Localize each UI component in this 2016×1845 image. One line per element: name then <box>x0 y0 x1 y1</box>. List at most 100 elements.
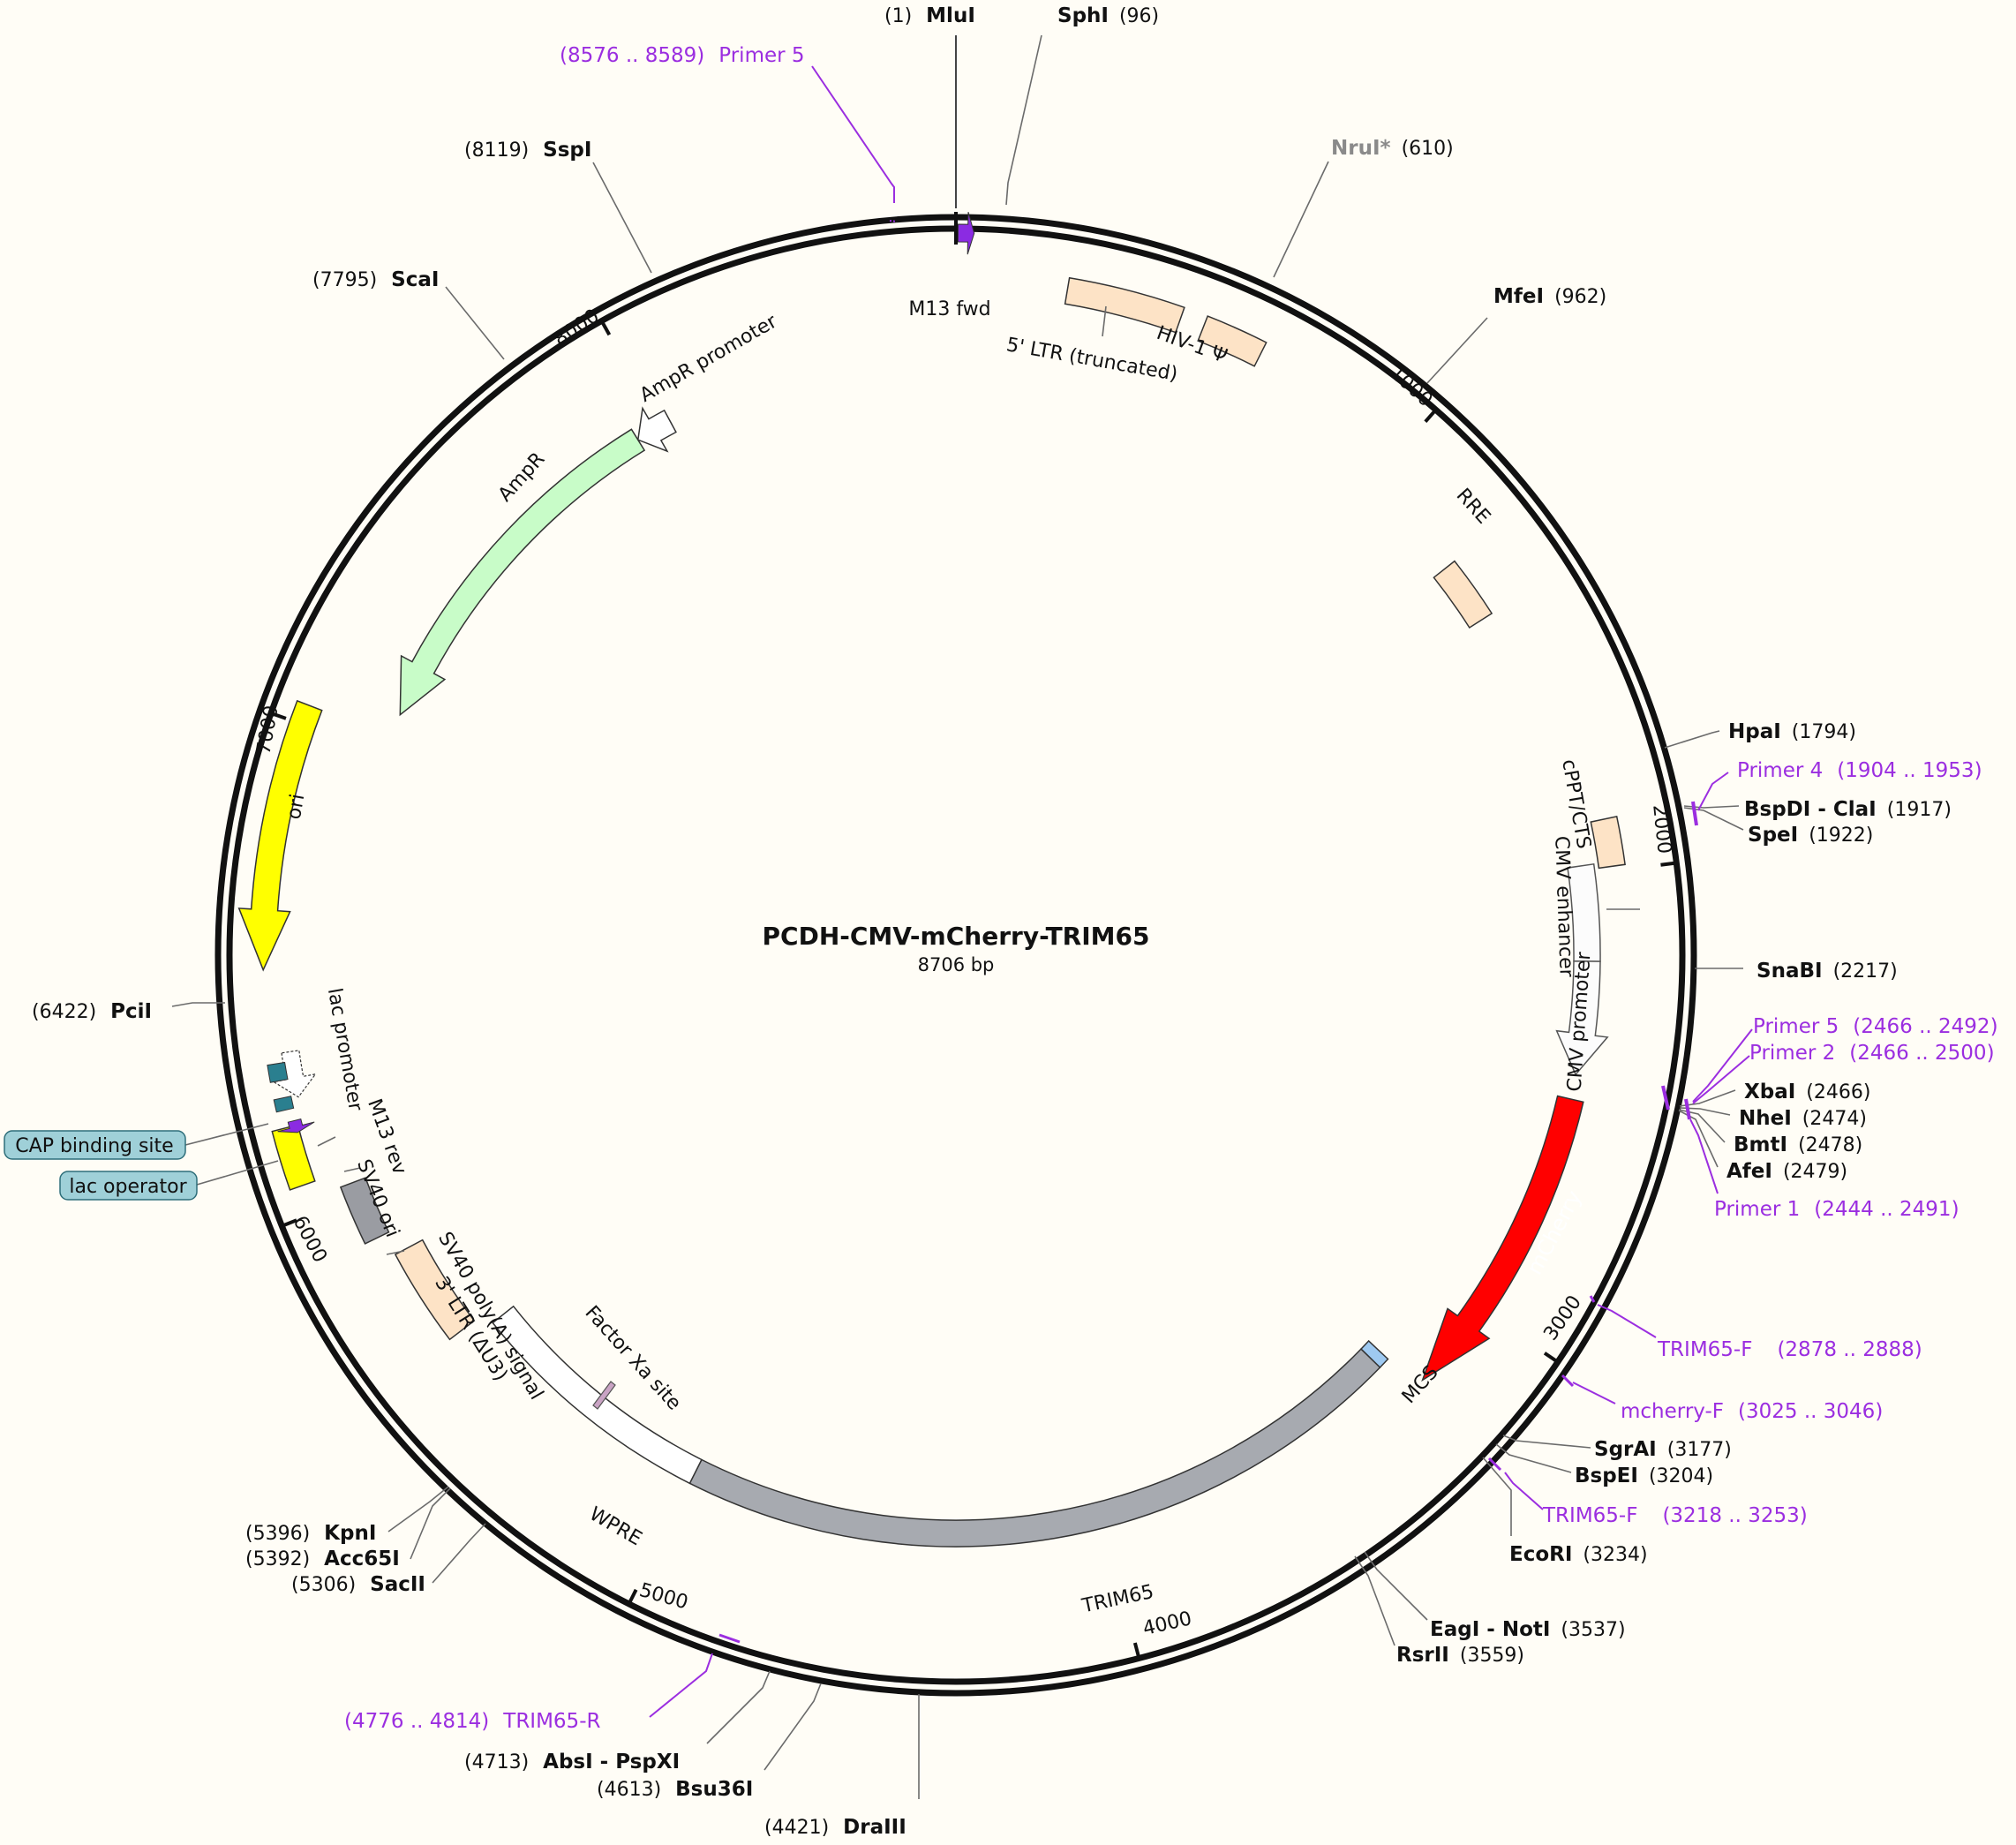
tick-6000 <box>283 1218 297 1227</box>
hiv-psi-box[interactable] <box>1197 315 1268 367</box>
wpre-label: WPRE <box>585 1502 645 1550</box>
noti-site[interactable]: EagI - NotI(3537) <box>1430 1618 1626 1641</box>
trim65-r-label[interactable]: (4776 .. 4814)TRIM65-R <box>344 1710 600 1733</box>
lac-operator-box[interactable] <box>273 1096 295 1113</box>
trim65-f2-label[interactable]: TRIM65-F(3218 .. 3253) <box>1542 1504 1808 1527</box>
trim65-f2-leader <box>1504 1472 1544 1510</box>
hpai-site[interactable]: HpaI(1794) <box>1728 720 1856 743</box>
primer2-name: Primer 2 <box>1749 1042 1835 1065</box>
plasmid-length: 8706 bp <box>918 954 995 975</box>
bspei-site[interactable]: BspEI(3204) <box>1575 1465 1713 1487</box>
cppt-box[interactable] <box>1590 816 1626 870</box>
pcii-site[interactable]: (6422)PciI <box>32 1000 152 1023</box>
sspi-site[interactable]: (8119)SspI <box>464 139 591 162</box>
bmti-name: BmtI <box>1734 1133 1787 1156</box>
ampr-arrow[interactable] <box>399 428 646 717</box>
sv40-ori-leader <box>343 1167 361 1172</box>
primer5-name: Primer 5 <box>1753 1015 1839 1038</box>
m13-fwd-arrow[interactable] <box>957 211 975 255</box>
lac-operator-label-box <box>59 1171 198 1201</box>
primer4-label[interactable]: Primer 4(1904 .. 1953) <box>1737 759 1982 782</box>
snabi-site[interactable]: SnaBI(2217) <box>1756 960 1898 983</box>
primer-2466-mark-b <box>1684 1098 1691 1120</box>
primer2-label[interactable]: Primer 2 (2466 .. 2500) <box>1749 1042 1995 1065</box>
xbai-pos: (2466) <box>1806 1081 1870 1103</box>
sacii-site[interactable]: (5306)SacII <box>291 1573 425 1596</box>
tick-7000 <box>273 712 287 720</box>
afei-site[interactable]: AfeI(2479) <box>1726 1160 1847 1183</box>
scai-site[interactable]: (7795)ScaI <box>312 268 439 291</box>
ecori-pos: (3234) <box>1583 1544 1647 1566</box>
mfei-name: MfeI <box>1493 285 1544 308</box>
clai-site[interactable]: BspDI - ClaI(1917) <box>1744 798 1952 821</box>
m13-rev-arrow[interactable] <box>277 1118 315 1133</box>
bsu36i-site[interactable]: (4613)Bsu36I <box>597 1778 753 1801</box>
mcherry-f-label[interactable]: mcherry-F (3025 .. 3046) <box>1621 1400 1883 1423</box>
rre-label: RRE <box>1452 485 1494 529</box>
pcii-leader <box>171 1002 225 1007</box>
mlui-site[interactable]: (1)MluI <box>884 4 975 27</box>
sphi-leader <box>1005 34 1042 206</box>
mcherry-f-range: (3025 .. 3046) <box>1738 1400 1883 1423</box>
ecori-site[interactable]: EcoRI(3234) <box>1509 1543 1648 1566</box>
nrui-name: NruI* <box>1331 137 1391 160</box>
bspei-name: BspEI <box>1575 1465 1638 1487</box>
primer5-top-leader <box>811 65 895 203</box>
draiii-site[interactable]: (4421) DraIII <box>764 1816 906 1839</box>
rre-box[interactable] <box>1433 560 1493 629</box>
sv40-polya-box[interactable] <box>339 1177 390 1245</box>
acc65i-pos: (5392) <box>245 1548 310 1570</box>
bsu36i-pos: (4613) <box>597 1779 661 1801</box>
acc65i-name: Acc65I <box>324 1548 400 1570</box>
wpre-box[interactable] <box>492 1305 703 1485</box>
nhei-site[interactable]: NheI(2474) <box>1739 1107 1867 1130</box>
mcherry-arrow[interactable] <box>1421 1095 1584 1382</box>
rsrii-site[interactable]: RsrII(3559) <box>1396 1644 1524 1667</box>
ltr5-box[interactable] <box>1064 276 1185 334</box>
ampr-promoter-arrow[interactable] <box>636 406 677 453</box>
spei-pos: (1922) <box>1809 825 1873 847</box>
primer5-label[interactable]: Primer 5 (2466 .. 2492) <box>1753 1015 1998 1038</box>
afei-name: AfeI <box>1726 1160 1772 1183</box>
factor-xa-marker[interactable] <box>592 1381 616 1410</box>
draiii-pos: (4421) <box>764 1817 829 1839</box>
absi-site[interactable]: (4713)AbsI - PspXI <box>464 1751 680 1773</box>
kpni-pos: (5396) <box>245 1523 310 1545</box>
mcherry-f-name: mcherry-F <box>1621 1400 1724 1423</box>
primer1-label[interactable]: Primer 1(2444 .. 2491) <box>1714 1198 1960 1221</box>
mfei-pos: (962) <box>1554 286 1606 308</box>
sacii-name: SacII <box>370 1573 425 1596</box>
sphi-site[interactable]: SphI(96) <box>1057 4 1159 27</box>
cap-site-label: CAP binding site <box>15 1135 173 1157</box>
cap-site-box[interactable] <box>267 1061 289 1083</box>
mcs-box[interactable] <box>1359 1339 1389 1369</box>
ori-arrow[interactable] <box>237 699 323 972</box>
primer2-range: (2466 .. 2500) <box>1849 1042 1994 1065</box>
snabi-pos: (2217) <box>1833 960 1898 983</box>
rsrii-pos: (3559) <box>1460 1645 1524 1667</box>
nrui-site[interactable]: NruI*(610) <box>1331 137 1454 160</box>
primer5-range: (2466 .. 2492) <box>1853 1015 1997 1038</box>
draiii-name: DraIII <box>843 1816 906 1839</box>
kpni-site[interactable]: (5396)KpnI <box>245 1522 376 1545</box>
ampr-promoter-label: AmpR promoter <box>636 310 782 407</box>
primer5-top-label[interactable]: (8576 .. 8589)Primer 5 <box>560 44 805 67</box>
trim65-box[interactable] <box>688 1348 1381 1548</box>
clai-leader <box>1683 805 1740 809</box>
hpai-pos: (1794) <box>1792 721 1856 743</box>
cap-site-leader <box>184 1123 269 1146</box>
cmv-promoter-arrow[interactable] <box>1555 960 1609 1076</box>
sv40-ori-box[interactable] <box>271 1124 316 1191</box>
bmti-site[interactable]: BmtI(2478) <box>1734 1133 1862 1156</box>
spei-site[interactable]: SpeI(1922) <box>1748 824 1873 847</box>
primer5-top-range: (8576 .. 8589) <box>560 44 704 67</box>
acc65i-site[interactable]: (5392) Acc65I <box>245 1548 400 1570</box>
mfei-site[interactable]: MfeI (962) <box>1493 285 1606 308</box>
scai-leader <box>445 286 505 360</box>
xbai-name: XbaI <box>1744 1081 1795 1103</box>
xbai-site[interactable]: XbaI (2466) <box>1744 1081 1870 1103</box>
trim65-f1-label[interactable]: TRIM65-F(2878 .. 2888) <box>1657 1338 1922 1361</box>
sgrai-site[interactable]: SgrAI(3177) <box>1594 1438 1732 1461</box>
primer1-leader <box>1689 1118 1719 1194</box>
ltr3-box[interactable] <box>394 1239 476 1341</box>
